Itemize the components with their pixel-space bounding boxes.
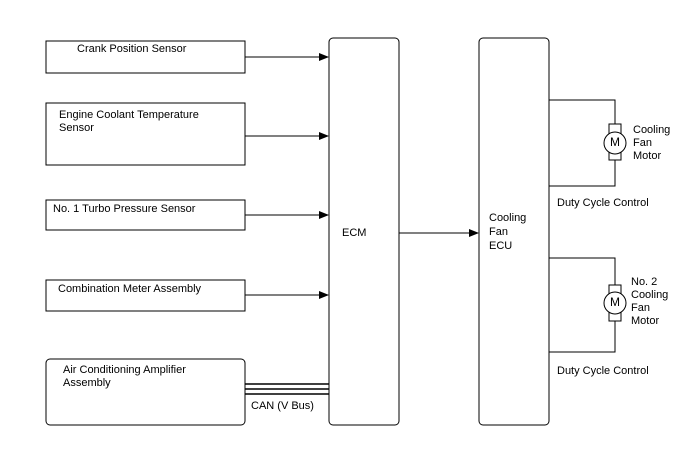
turbo-sensor-box bbox=[45, 199, 246, 231]
duty-cycle-label-1: Duty Cycle Control bbox=[557, 197, 649, 209]
motor2-m-glyph: M bbox=[610, 295, 620, 309]
motor1-label-line1: Cooling bbox=[633, 124, 671, 136]
can-bus-label: CAN (V Bus) bbox=[251, 400, 314, 412]
fan-ecu-label-line1: Cooling bbox=[489, 212, 527, 224]
turbo-sensor-label: No. 1 Turbo Pressure Sensor bbox=[53, 203, 196, 215]
ac-amplifier-label-line2: Assembly bbox=[63, 377, 111, 389]
motor1-symbol bbox=[603, 123, 627, 161]
ac-amplifier-label-line1: Air Conditioning Amplifier bbox=[63, 364, 186, 376]
motor2-label-line1: No. 2 bbox=[631, 276, 658, 288]
fan-ecu-label-line2: Fan bbox=[489, 226, 508, 238]
meter-label: Combination Meter Assembly bbox=[58, 283, 202, 295]
motor1-label-line2: Fan bbox=[633, 137, 652, 149]
ecm-box bbox=[328, 37, 400, 426]
crank-sensor-box bbox=[45, 40, 246, 74]
fan-ecu-box bbox=[478, 37, 550, 426]
motor2-label-line4: Motor bbox=[631, 315, 660, 327]
motor2-symbol bbox=[603, 284, 627, 322]
can-bus-lines bbox=[245, 383, 329, 395]
coolant-sensor-label-line2: Sensor bbox=[59, 122, 94, 134]
ecm-label: ECM bbox=[342, 227, 367, 239]
coolant-sensor-box bbox=[45, 102, 246, 166]
motor1-m-glyph: M bbox=[610, 135, 620, 149]
coolant-sensor-label-line1: Engine Coolant Temperature bbox=[59, 109, 199, 121]
duty-cycle-label-2: Duty Cycle Control bbox=[557, 365, 649, 377]
motor1-label-line3: Motor bbox=[633, 150, 662, 162]
ac-amplifier-box bbox=[45, 358, 246, 426]
motor2-label-line3: Fan bbox=[631, 302, 650, 314]
crank-sensor-label: Crank Position Sensor bbox=[77, 43, 187, 55]
motor2-label-line2: Cooling bbox=[631, 289, 669, 301]
fan-ecu-label-line3: ECU bbox=[489, 240, 513, 252]
